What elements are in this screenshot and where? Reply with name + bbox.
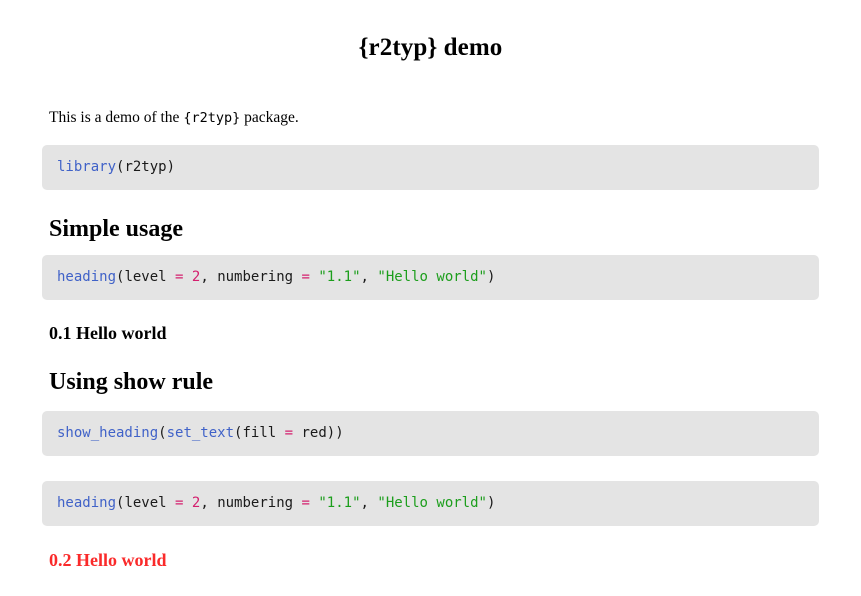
code-token-fn: show_heading (57, 425, 159, 441)
code-token-op: = (301, 269, 310, 285)
intro-package-name: {r2typ} (183, 110, 241, 126)
code-token-plain: , (360, 495, 378, 511)
code-token-fn: heading (57, 269, 117, 285)
page-title: {r2typ} demo (358, 34, 503, 61)
code-block-heading-show-rule: heading(level = 2, numbering = "1.1", "H… (42, 481, 819, 526)
section-heading-simple-usage: Simple usage (49, 216, 184, 242)
intro-text-before: This is a demo of the (49, 109, 184, 126)
code-token-plain: red)) (293, 425, 344, 441)
section-heading-using-show-rule: Using show rule (49, 369, 214, 395)
code-token-str: "Hello world" (377, 269, 487, 285)
code-token-op: = (301, 495, 310, 511)
code-token-plain (183, 495, 191, 511)
code-token-plain: ) (486, 495, 496, 511)
code-token-fn: heading (57, 495, 117, 511)
intro-paragraph: This is a demo of the {r2typ} package. (42, 63, 819, 128)
code-token-plain: (fill (234, 425, 285, 441)
code-token-op: = (175, 269, 184, 285)
code-block-heading-simple: heading(level = 2, numbering = "1.1", "H… (42, 255, 819, 300)
code-token-num: 2 (191, 495, 201, 511)
code-token-plain: ) (486, 269, 496, 285)
code-token-plain: (level (116, 495, 176, 511)
code-token-plain (183, 269, 191, 285)
code-token-plain: (level (116, 269, 176, 285)
code-token-plain: , (360, 269, 378, 285)
code-token-str: "1.1" (318, 495, 361, 511)
intro-text-after: package. (240, 109, 299, 126)
code-block-show-rule: show_heading(set_text(fill = red)) (42, 411, 819, 456)
code-token-fn: set_text (166, 425, 235, 441)
code-token-str: "1.1" (318, 269, 361, 285)
code-block-library: library(r2typ) (42, 145, 819, 190)
code-token-plain: , numbering (200, 269, 302, 285)
code-token-op: = (175, 495, 184, 511)
code-token-plain: , numbering (200, 495, 302, 511)
code-token-str: "Hello world" (377, 495, 487, 511)
code-token-num: 2 (191, 269, 201, 285)
output-heading-simple-usage: 0.1 Hello world (49, 323, 167, 343)
code-token-fn: library (57, 159, 117, 175)
code-token-plain: ( (158, 425, 167, 441)
code-token-op: = (284, 425, 294, 441)
code-token-plain: (r2typ) (116, 159, 176, 175)
output-heading-using-show-rule: 0.2 Hello world (49, 550, 167, 570)
